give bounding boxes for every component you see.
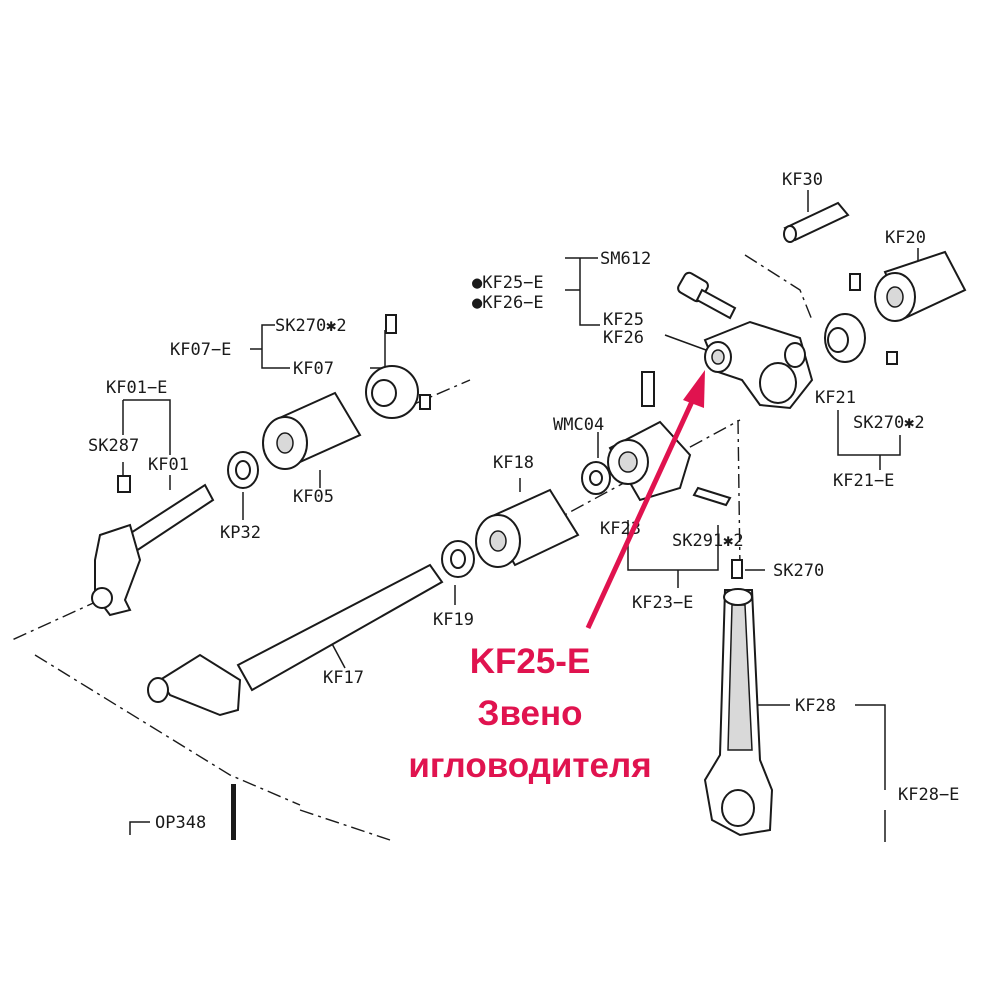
- kf20-bushing: [874, 250, 967, 322]
- kf28-connecting-rod: [703, 588, 774, 837]
- kf18-bushing: [475, 488, 580, 568]
- callout-title-line1: Звено: [477, 694, 583, 733]
- op348-rod: [231, 784, 236, 840]
- label-kf20: KF20: [885, 228, 926, 248]
- label-kp32: KP32: [220, 523, 261, 543]
- label-kf30: KF30: [782, 170, 823, 190]
- kf21-collar: [824, 273, 898, 365]
- kf30-pin: [783, 201, 850, 243]
- kf01-crank: [91, 475, 215, 617]
- kf19-washer: [441, 540, 475, 578]
- label-kf05: KF05: [293, 487, 334, 507]
- label-sk270x2-right: SK270✱2: [853, 413, 925, 433]
- callout-part-number: KF25-E: [469, 642, 591, 681]
- leader-lines: [122, 190, 919, 842]
- callout-arrow: [585, 370, 705, 630]
- label-kf17: KF17: [323, 668, 364, 688]
- kp32-washer: [227, 451, 259, 489]
- label-op348: OP348: [155, 813, 206, 833]
- kf07-collar: [365, 314, 431, 419]
- label-kf01e: KF01−E: [106, 378, 167, 398]
- label-wmc04: WMC04: [553, 415, 604, 435]
- kf05-bushing: [262, 391, 362, 470]
- assembly-center-lines: [11, 254, 813, 841]
- label-kf19: KF19: [433, 610, 474, 630]
- label-kf07: KF07: [293, 359, 334, 379]
- callout-caption: KF25-E Звено игловодителя: [380, 636, 680, 792]
- label-kf28: KF28: [795, 696, 836, 716]
- label-kf25: KF25: [603, 310, 644, 330]
- sk270-setscrew: [731, 559, 743, 579]
- wmc04-washer: [581, 461, 611, 495]
- label-kf18: KF18: [493, 453, 534, 473]
- label-sk270x2-left: SK270✱2: [275, 316, 347, 336]
- label-kf28e: KF28−E: [898, 785, 959, 805]
- label-kf07e: KF07−E: [170, 340, 231, 360]
- label-sm612: SM612: [600, 249, 651, 269]
- label-kf23e: KF23−E: [632, 593, 693, 613]
- label-sk270: SK270: [773, 561, 824, 581]
- label-kf21: KF21: [815, 388, 856, 408]
- label-sk291x2: SK291✱2: [672, 531, 744, 551]
- sm612-screw: [677, 271, 737, 320]
- label-kf01: KF01: [148, 455, 189, 475]
- kf17-shaft: [147, 563, 444, 717]
- label-kf21e: KF21−E: [833, 471, 894, 491]
- callout-title-line2: игловодителя: [408, 746, 652, 785]
- kf25-link: [703, 320, 814, 410]
- label-kf26: KF26: [603, 328, 644, 348]
- part-labels: KF30 KF20 SM612 ●KF25−E ●KF26−E KF25 KF2…: [88, 170, 959, 833]
- label-kf25e: ●KF25−E: [472, 273, 544, 293]
- label-kf26e: ●KF26−E: [472, 293, 544, 313]
- label-sk287: SK287: [88, 436, 139, 456]
- kf23-bracket: [607, 371, 732, 507]
